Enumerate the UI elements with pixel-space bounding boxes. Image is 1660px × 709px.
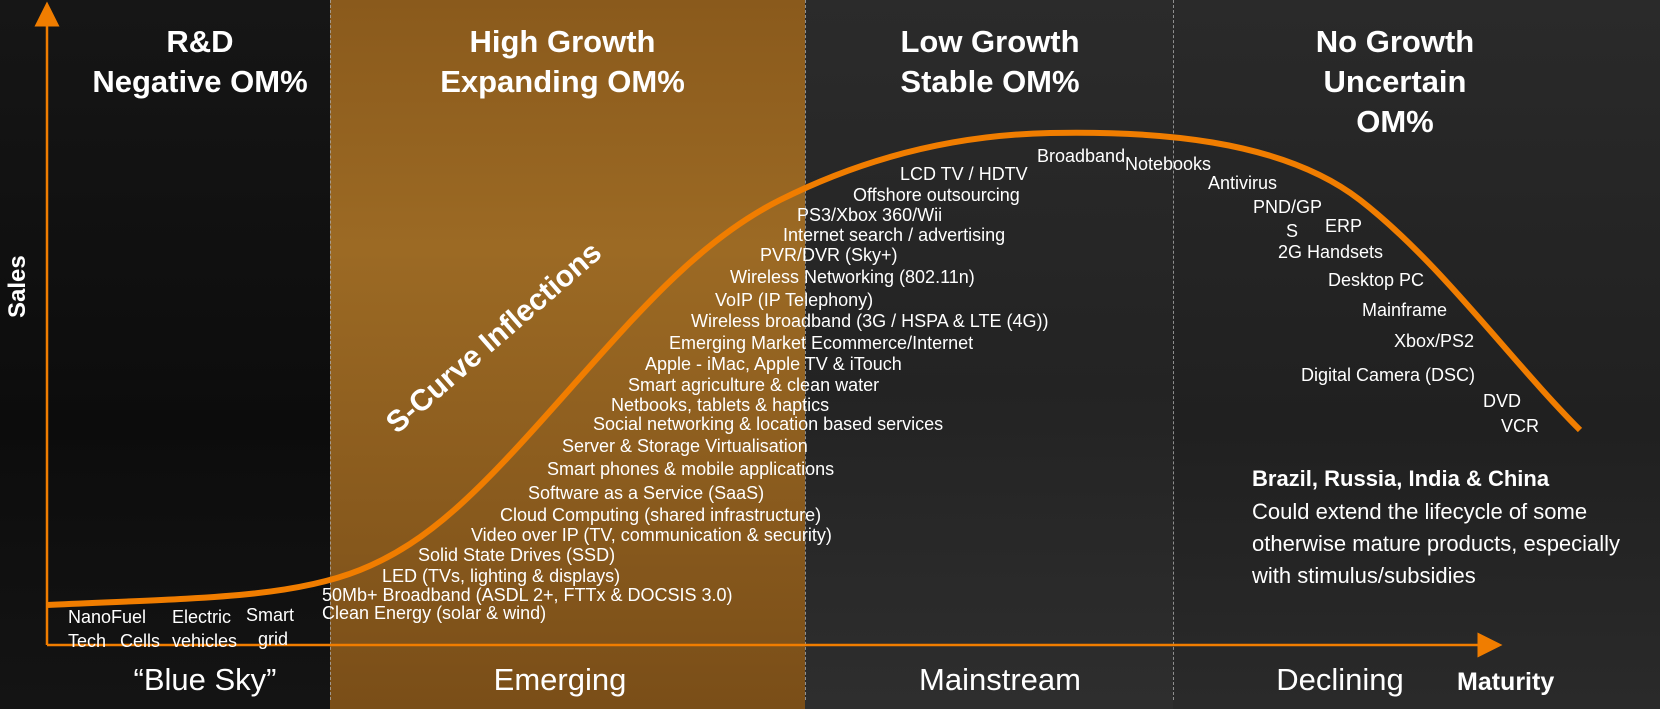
rd-item: Smart <box>246 605 295 625</box>
technology-item: Smart agriculture & clean water <box>628 375 880 395</box>
declining-item: Digital Camera (DSC) <box>1301 365 1476 385</box>
declining-item: 2G Handsets <box>1278 242 1384 262</box>
technology-item: Offshore outsourcing <box>853 185 1020 205</box>
declining-item: Desktop PC <box>1328 270 1425 290</box>
stage-name-mainstream: Mainstream <box>919 662 1081 697</box>
bric-title: Brazil, Russia, India & China <box>1252 466 1550 491</box>
stage-divider <box>1173 0 1174 700</box>
stage-divider <box>330 0 331 700</box>
stage-divider <box>805 0 806 700</box>
technology-item: Wireless Networking (802.11n) <box>730 267 975 287</box>
technology-item: Video over IP (TV, communication & secur… <box>471 525 832 545</box>
technology-item: Cloud Computing (shared infrastructure) <box>500 505 822 525</box>
low-growth-zone <box>805 0 1173 709</box>
declining-item: Xbox/PS2 <box>1394 331 1475 351</box>
technology-item: Software as a Service (SaaS) <box>528 483 765 503</box>
technology-item: PS3/Xbox 360/Wii <box>797 205 943 225</box>
rd-item: Cells <box>120 631 161 651</box>
x-axis-label: Maturity <box>1457 668 1555 696</box>
declining-item: ERP <box>1325 216 1363 236</box>
rd-item: NanoFuel <box>68 607 147 627</box>
technology-item: Apple - iMac, Apple TV & iTouch <box>645 354 902 374</box>
rd-item: Electric <box>172 607 232 627</box>
rd-item: grid <box>258 629 289 649</box>
technology-item: Social networking & location based servi… <box>593 414 944 434</box>
rd-item: vehicles <box>172 631 238 651</box>
technology-item: Notebooks <box>1125 154 1212 174</box>
technology-item: Solid State Drives (SSD) <box>418 545 616 565</box>
declining-item: VCR <box>1501 416 1540 436</box>
high-growth-zone <box>330 0 805 709</box>
declining-item: Antivirus <box>1208 173 1278 193</box>
declining-item: PND/GP <box>1253 197 1323 217</box>
no-growth-zone <box>1173 0 1660 709</box>
technology-item: LCD TV / HDTV <box>900 164 1028 184</box>
declining-item: Mainframe <box>1362 300 1448 320</box>
declining-item: S <box>1286 221 1299 241</box>
technology-item: Wireless broadband (3G / HSPA & LTE (4G)… <box>691 311 1049 331</box>
technology-item: VoIP (IP Telephony) <box>715 290 874 310</box>
technology-item: Clean Energy (solar & wind) <box>322 603 547 623</box>
technology-item: LED (TVs, lighting & displays) <box>382 566 621 586</box>
technology-item: Internet search / advertising <box>783 225 1006 245</box>
s-curve-line <box>46 129 1583 608</box>
rd-item: Tech <box>68 631 107 651</box>
technology-item: PVR/DVR (Sky+) <box>760 245 898 265</box>
technology-item: Smart phones & mobile applications <box>547 459 835 479</box>
technology-item: 50Mb+ Broadband (ASDL 2+, FTTx & DOCSIS … <box>322 585 733 605</box>
stage-name-blue-sky: “Blue Sky” <box>133 662 277 697</box>
stage-name-emerging: Emerging <box>493 662 627 697</box>
bric-text: Could extend the lifecycle of some other… <box>1252 499 1621 588</box>
technology-item: Server & Storage Virtualisation <box>562 436 808 456</box>
declining-item: DVD <box>1483 391 1522 411</box>
technology-item: Broadband <box>1037 146 1126 166</box>
y-axis-label: Sales <box>4 255 31 318</box>
technology-item: Emerging Market Ecommerce/Internet <box>669 333 974 353</box>
stage-name-declining: Declining <box>1276 662 1404 697</box>
technology-item: Netbooks, tablets & haptics <box>611 395 830 415</box>
